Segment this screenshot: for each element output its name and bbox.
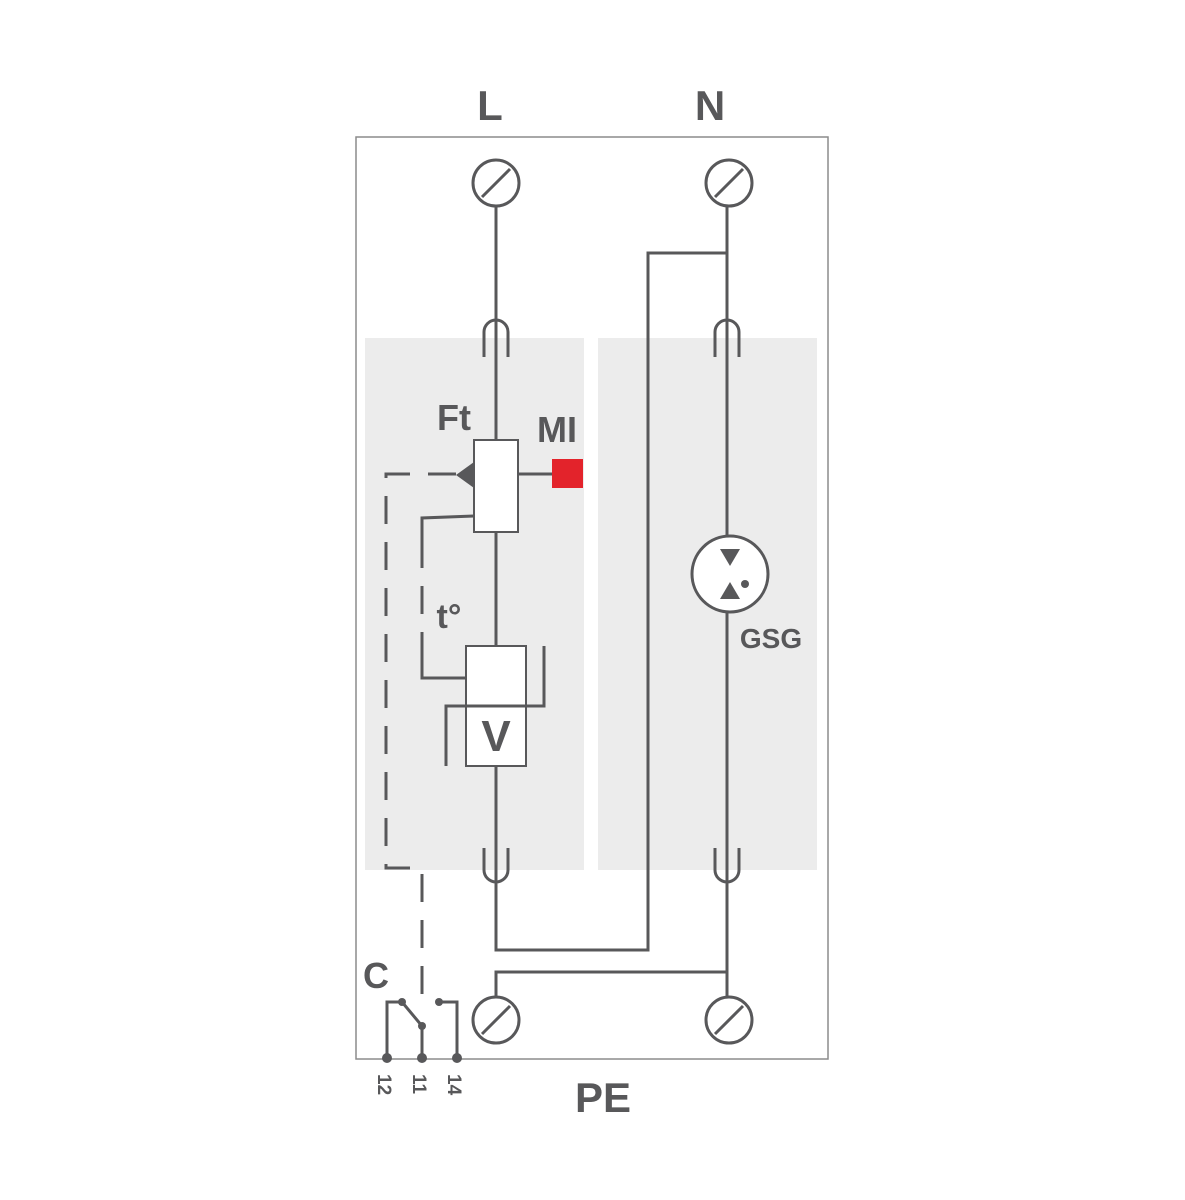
contact-label: C — [363, 955, 389, 996]
mechanical-indicator-square — [552, 459, 583, 488]
disconnector-arrow-icon — [456, 462, 474, 488]
remote-signal-link — [384, 472, 475, 1000]
terminal-l-screw-icon — [471, 158, 521, 208]
pin-12-dot — [382, 1053, 392, 1063]
terminal-n-label: N — [695, 82, 725, 129]
temperature-label: t° — [437, 598, 462, 636]
thermal-fuse-box — [473, 439, 519, 533]
varistor-characteristic-line — [444, 646, 546, 766]
pin-label-12: 12 — [373, 1074, 394, 1095]
thermal-fuse-label: Ft — [437, 397, 471, 438]
pin-label-11: 11 — [408, 1074, 429, 1095]
gas-discharge-down-arrow-icon — [720, 549, 740, 566]
terminal-pe-label: PE — [575, 1074, 631, 1121]
terminal-n-screw-icon — [704, 158, 754, 208]
gas-discharge-dot — [741, 580, 749, 588]
remote-contact — [382, 998, 462, 1063]
pin-11-dot — [417, 1053, 427, 1063]
varistor-label: V — [481, 712, 511, 761]
pin-label-14: 14 — [443, 1074, 464, 1096]
indicator-label: MI — [537, 409, 577, 450]
gas-discharge-tube — [690, 534, 770, 614]
gas-arrester-label: GSG — [740, 623, 802, 654]
l-path-wires — [482, 204, 727, 952]
varistor-module — [365, 338, 584, 870]
terminal-l-label: L — [477, 82, 503, 129]
pin-14-dot — [452, 1053, 462, 1063]
n-path-wires — [494, 204, 741, 998]
terminal-pe-screw-icon — [471, 995, 521, 1045]
housing-outline — [355, 136, 829, 1060]
gas-discharge-up-arrow-icon — [720, 582, 740, 599]
terminal-pe2-screw-icon — [704, 995, 754, 1045]
